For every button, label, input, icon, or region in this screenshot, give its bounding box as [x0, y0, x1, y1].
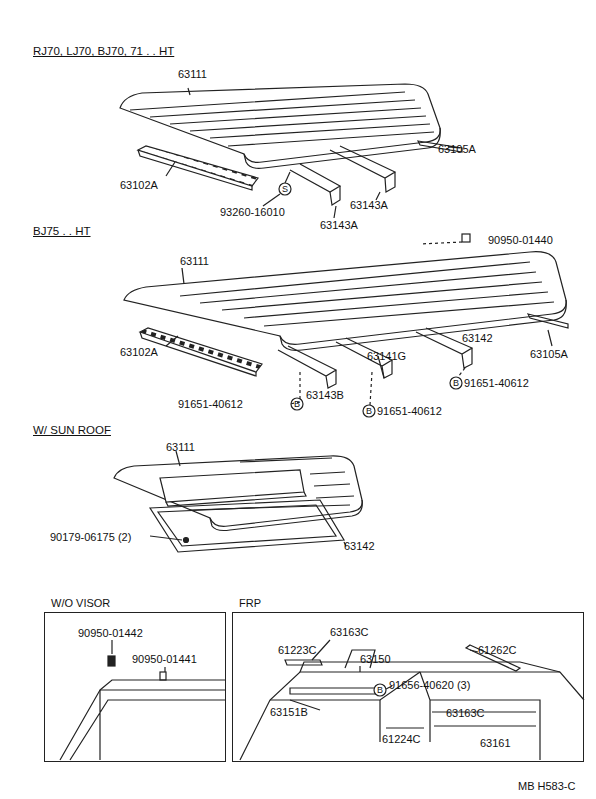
section-heading: W/ SUN ROOF: [33, 424, 111, 437]
part-number: 63143B: [306, 389, 344, 402]
part-number: 91651-40612: [377, 405, 442, 418]
symbol-circle: [279, 183, 291, 195]
panel-heading: W/O VISOR: [51, 597, 110, 610]
part-number: 63151B: [270, 706, 308, 719]
part-number: 91656-40620 (3): [389, 679, 470, 692]
part-number: 61262C: [478, 644, 517, 657]
symbol-letter: S: [282, 185, 288, 194]
hardtop-sketch: [240, 640, 584, 760]
part-number: 63111: [166, 441, 195, 454]
roof-bow: [285, 146, 395, 218]
part-number: 63111: [178, 68, 207, 81]
part-number: 90950-01442: [78, 627, 143, 640]
part-number: 63161: [480, 737, 511, 750]
roof-bow: [278, 328, 472, 405]
section-heading: RJ70, LJ70, BJ70, 71 . . HT: [33, 45, 174, 58]
part-number: 90950-01441: [132, 653, 197, 666]
part-number: 61223C: [278, 644, 317, 657]
part-number: 63150: [360, 653, 391, 666]
leader-line: [263, 194, 280, 206]
part-number: 90950-01440: [488, 234, 553, 247]
part-number: 91651-40612: [178, 398, 243, 411]
part-number: MB H583-C: [518, 780, 575, 793]
symbol-circle: [291, 398, 303, 410]
part-number: 90179-06175 (2): [50, 531, 131, 544]
part-number: 63142: [344, 540, 375, 553]
roof-strip: [528, 314, 568, 346]
roof-panel: [124, 234, 566, 350]
part-number: 63105A: [438, 143, 476, 156]
symbol-letter: B: [377, 686, 383, 695]
part-number: 93260-16010: [220, 206, 285, 219]
symbol-circle: [363, 405, 375, 417]
symbol-letter: B: [453, 379, 459, 388]
part-number: 63143A: [320, 219, 358, 232]
section-heading: BJ75 . . HT: [33, 225, 91, 238]
part-number: 63142: [462, 332, 493, 345]
symbol-letter: B: [366, 407, 372, 416]
part-number: 63105A: [530, 348, 568, 361]
part-number: 63143A: [350, 199, 388, 212]
part-number: 63163C: [330, 626, 369, 639]
symbol-letter: B: [294, 400, 300, 409]
windshield-sketch: [60, 640, 225, 760]
part-number: 63111: [180, 255, 209, 268]
part-number: 63102A: [120, 346, 158, 359]
part-number: 61224C: [382, 733, 421, 746]
part-number: 63141G: [367, 350, 406, 363]
part-number: 63163C: [446, 707, 485, 720]
sunroof-frame: [150, 500, 346, 552]
part-number: 91651-40612: [464, 377, 529, 390]
panel-heading: FRP: [239, 597, 261, 610]
part-number: 63102A: [120, 179, 158, 192]
symbol-circle: [450, 377, 462, 389]
roof-rail: [140, 328, 262, 376]
